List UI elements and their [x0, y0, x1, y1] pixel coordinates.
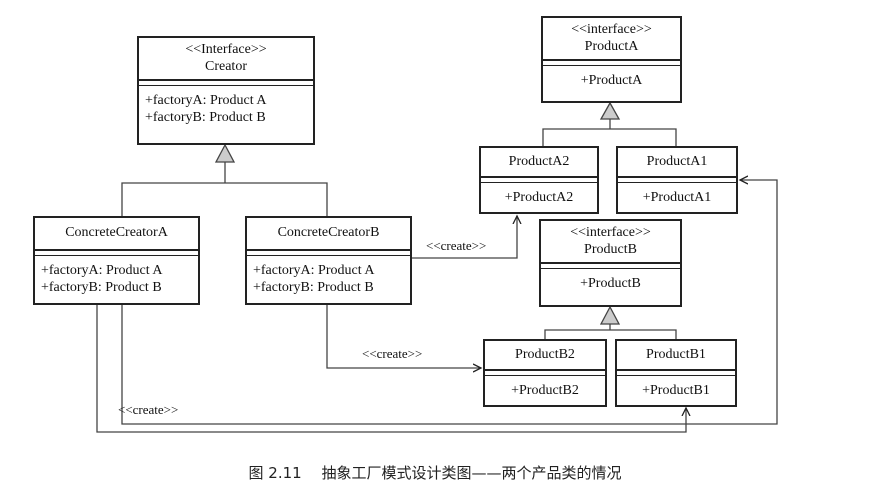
class-product-b1: ProductB1 +ProductB1 [615, 339, 737, 407]
create-a-to-b1 [96, 305, 686, 433]
creator-generalization-triangle [214, 143, 236, 163]
product-a1-name: ProductA1 [646, 154, 708, 169]
concrete-creator-b-name: ConcreteCreatorB [277, 225, 380, 240]
product-b1-separator [617, 369, 735, 376]
product-a-op: +ProductA [580, 73, 643, 88]
class-product-a1: ProductA1 +ProductA1 [616, 146, 738, 214]
producta-inheritance-branch [542, 128, 677, 146]
product-a2-op: +ProductA2 [504, 190, 574, 205]
productb-inheritance-branch [544, 329, 677, 339]
create-label: <<create>> [362, 346, 423, 361]
product-b-stereotype: <<interface>> [570, 225, 651, 240]
figure-caption: 图 2.11 抽象工厂模式设计类图——两个产品类的情况 [248, 464, 622, 482]
class-product-b: <<interface>> ProductB +ProductB [539, 219, 682, 307]
class-concrete-creator-b: ConcreteCreatorB +factoryA: Product A +f… [245, 216, 412, 305]
productb-generalization-triangle [599, 305, 621, 325]
product-a-stereotype: <<interface>> [571, 22, 652, 37]
product-b-name: ProductB [584, 242, 637, 257]
create-b-to-b2 [326, 305, 481, 368]
product-b-separator [541, 262, 680, 269]
product-a-separator [543, 59, 680, 66]
class-product-a2: ProductA2 +ProductA2 [479, 146, 599, 214]
creator-inheritance-branch [121, 182, 328, 218]
product-b2-separator [485, 369, 605, 376]
concrete-creator-b-op: +factoryB: Product B [253, 280, 374, 295]
product-a2-separator [481, 176, 597, 183]
class-creator: <<Interface>> Creator +factoryA: Product… [137, 36, 315, 145]
product-b1-name: ProductB1 [646, 347, 706, 362]
create-label: <<create>> [426, 238, 487, 253]
product-b2-op: +ProductB2 [511, 383, 579, 398]
product-a1-separator [618, 176, 736, 183]
create-label: <<create>> [118, 402, 179, 417]
product-b-op: +ProductB [580, 276, 641, 291]
class-concrete-creator-a: ConcreteCreatorA +factoryA: Product A +f… [33, 216, 200, 305]
creator-op: +factoryB: Product B [145, 110, 266, 125]
concrete-creator-a-op: +factoryA: Product A [41, 263, 163, 278]
class-product-a: <<interface>> ProductA +ProductA [541, 16, 682, 103]
class-product-b2: ProductB2 +ProductB2 [483, 339, 607, 407]
product-a1-op: +ProductA1 [642, 190, 712, 205]
create-b-to-a2 [410, 216, 517, 259]
concrete-creator-b-separator [247, 249, 410, 256]
concrete-creator-a-op: +factoryB: Product B [41, 280, 162, 295]
concrete-creator-b-op: +factoryA: Product A [253, 263, 375, 278]
producta-generalization-triangle [599, 101, 621, 120]
product-a2-name: ProductA2 [508, 154, 570, 169]
creator-name: Creator [205, 59, 247, 74]
product-a-name: ProductA [584, 39, 639, 54]
creator-op: +factoryA: Product A [145, 93, 267, 108]
creator-separator [139, 79, 313, 86]
concrete-creator-a-name: ConcreteCreatorA [65, 225, 168, 240]
product-b2-name: ProductB2 [515, 347, 575, 362]
create-a-to-a1 [121, 180, 778, 425]
concrete-creator-a-separator [35, 249, 198, 256]
product-b1-op: +ProductB1 [642, 383, 710, 398]
creator-stereotype: <<Interface>> [185, 42, 267, 57]
